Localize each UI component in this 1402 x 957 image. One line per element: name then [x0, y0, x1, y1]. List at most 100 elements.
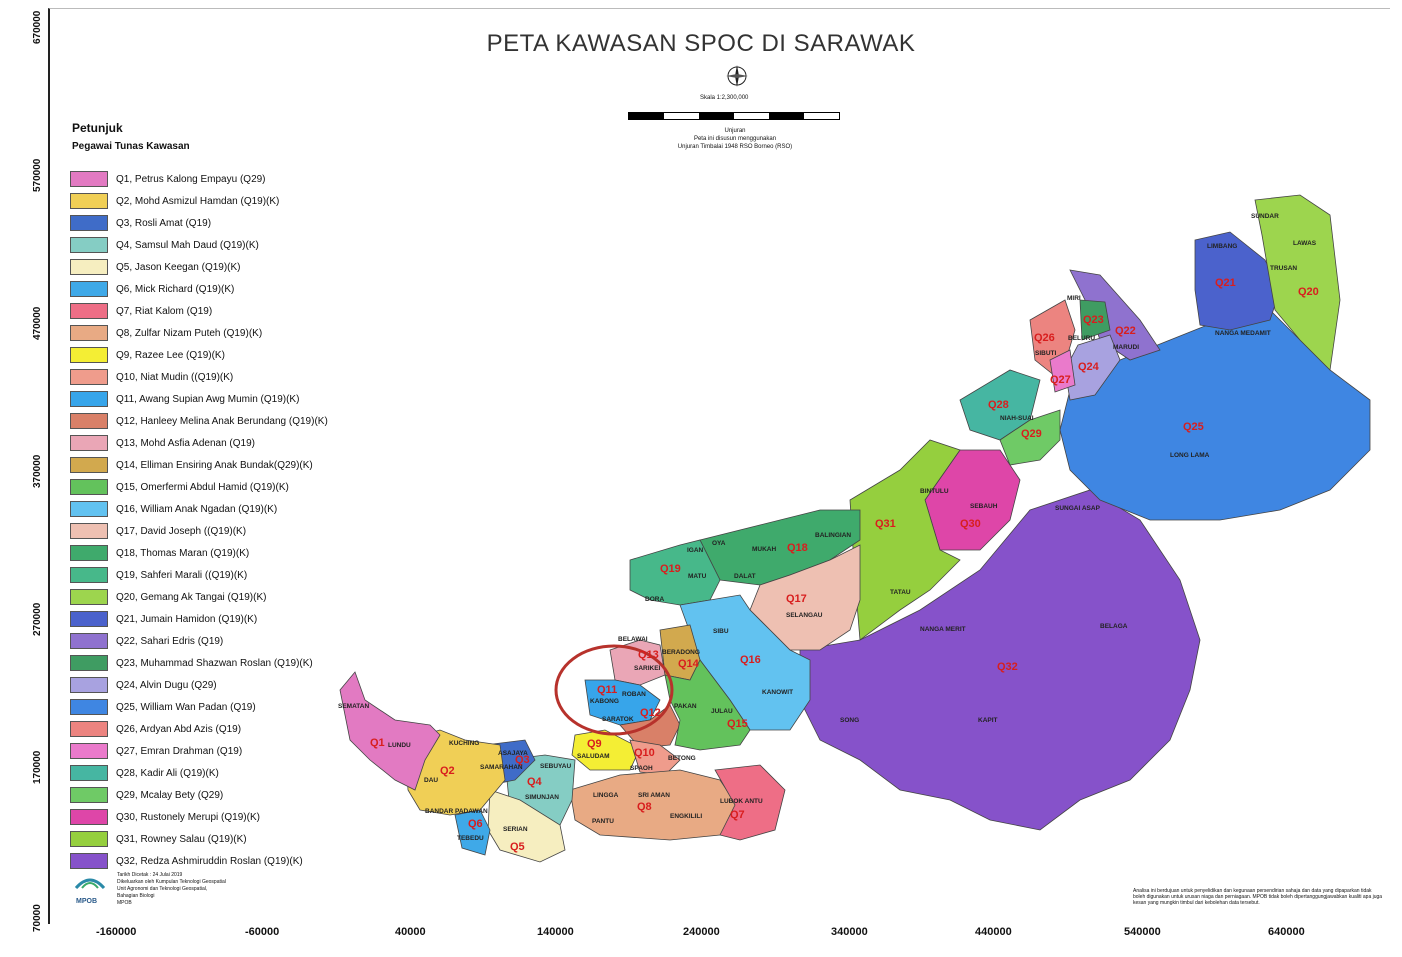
region-label-q4: Q4 [527, 776, 543, 788]
place-label: BINTULU [920, 488, 949, 495]
legend-swatch [70, 699, 108, 715]
legend-label: Q7, Riat Kalom (Q19) [116, 305, 213, 317]
legend-swatch [70, 281, 108, 297]
legend-swatch [70, 787, 108, 803]
region-label-q17: Q17 [786, 593, 807, 605]
region-label-q27: Q27 [1050, 374, 1071, 386]
legend-swatch [70, 633, 108, 649]
legend-item: Q9, Razee Lee (Q19)(K) [70, 344, 328, 366]
place-label: SIBU [713, 628, 729, 635]
region-q5 [487, 789, 566, 863]
projection-note: Unjuran Peta ini disusun menggunakan Unj… [630, 127, 840, 151]
region-label-q32: Q32 [997, 661, 1018, 673]
region-label-q6: Q6 [468, 818, 483, 830]
region-q15 [664, 659, 751, 751]
legend-swatch [70, 325, 108, 341]
legend-label: Q31, Rowney Salau (Q19)(K) [116, 833, 247, 845]
legend-item: Q29, Mcalay Bety (Q29) [70, 784, 328, 806]
legend-item: Q13, Mohd Asfia Adenan (Q19) [70, 432, 328, 454]
legend-item: Q11, Awang Supian Awg Mumin (Q19)(K) [70, 388, 328, 410]
region-q23 [1079, 299, 1111, 341]
legend-swatch [70, 479, 108, 495]
place-label: MARUDI [1113, 344, 1139, 351]
place-label: MATU [688, 573, 707, 580]
legend-item: Q10, Niat Mudin ((Q19)(K) [70, 366, 328, 388]
legend-swatch [70, 413, 108, 429]
legend-swatch [70, 611, 108, 627]
legend-swatch [70, 545, 108, 561]
legend-label: Q9, Razee Lee (Q19)(K) [116, 349, 225, 361]
footer-line: MPOB [117, 900, 132, 906]
region-label-q24: Q24 [1078, 361, 1100, 373]
legend-label: Q4, Samsul Mah Daud (Q19)(K) [116, 239, 259, 251]
legend-label: Q22, Sahari Edris (Q19) [116, 635, 224, 647]
legend-label: Q11, Awang Supian Awg Mumin (Q19)(K) [116, 393, 300, 405]
legend-label: Q10, Niat Mudin ((Q19)(K) [116, 371, 234, 383]
region-q18 [699, 509, 861, 586]
region-label-q28: Q28 [988, 399, 1009, 411]
legend-swatch [70, 765, 108, 781]
legend-label: Q3, Rosli Amat (Q19) [116, 217, 212, 229]
place-label: SPAOH [630, 765, 653, 772]
region-label-q29: Q29 [1021, 428, 1042, 440]
region-label-q11: Q11 [597, 684, 617, 696]
legend-swatch [70, 171, 108, 187]
place-label: ENGKILILI [670, 813, 702, 820]
legend-item: Q24, Alvin Dugu (Q29) [70, 674, 328, 696]
legend-item: Q19, Sahferi Marali ((Q19)(K) [70, 564, 328, 586]
legend-item: Q20, Gemang Ak Tangai (Q19)(K) [70, 586, 328, 608]
x-tick-label: 640000 [1268, 926, 1305, 938]
place-label: ROBAN [622, 691, 646, 698]
legend-swatch [70, 391, 108, 407]
legend-item: Q18, Thomas Maran (Q19)(K) [70, 542, 328, 564]
legend-item: Q7, Riat Kalom (Q19) [70, 300, 328, 322]
legend-label: Q25, William Wan Padan (Q19) [116, 701, 256, 713]
region-q6 [454, 809, 491, 856]
legend-subtitle: Pegawai Tunas Kawasan [72, 141, 190, 152]
legend-label: Q21, Jumain Hamidon (Q19)(K) [116, 613, 258, 625]
legend-item: Q26, Ardyan Abd Azis (Q19) [70, 718, 328, 740]
legend-item: Q6, Mick Richard (Q19)(K) [70, 278, 328, 300]
projection-heading: Unjuran [724, 128, 746, 134]
place-label: OYA [712, 540, 726, 547]
place-label: DORA [645, 596, 664, 603]
legend-label: Q8, Zulfar Nizam Puteh (Q19)(K) [116, 327, 263, 339]
logo-text: MPOB [76, 898, 97, 905]
region-q20 [1254, 194, 1341, 371]
region-label-q18: Q18 [787, 542, 808, 554]
place-label: KAPIT [978, 717, 998, 724]
legend-item: Q23, Muhammad Shazwan Roslan (Q19)(K) [70, 652, 328, 674]
legend-label: Q17, David Joseph ((Q19)(K) [116, 525, 247, 537]
place-label: BERADONG [662, 649, 700, 656]
region-label-q14: Q14 [678, 658, 700, 670]
highlight-circle [554, 644, 674, 736]
place-label: SARATOK [602, 716, 634, 723]
legend-item: Q16, William Anak Ngadan (Q19)(K) [70, 498, 328, 520]
region-label-q9: Q9 [587, 738, 602, 750]
place-label: NIAH-SUAI [1000, 415, 1034, 422]
x-tick-label: 340000 [831, 926, 868, 938]
map-frame [48, 8, 1390, 924]
place-label: TEBEDU [457, 835, 484, 842]
region-q32 [799, 489, 1201, 831]
place-label: LUNDU [388, 742, 411, 749]
x-tick-label: -160000 [96, 926, 137, 938]
disclaimer-text: Analisa ini berdujuan untuk penyelidikan… [1133, 888, 1383, 906]
place-label: SUNGAI ASAP [1055, 505, 1101, 512]
region-q30 [924, 449, 1021, 551]
region-label-q7: Q7 [730, 809, 745, 821]
legend-swatch [70, 743, 108, 759]
legend-item: Q21, Jumain Hamidon (Q19)(K) [70, 608, 328, 630]
legend-swatch [70, 369, 108, 385]
place-label: IGAN [687, 547, 704, 554]
region-q7 [714, 764, 786, 841]
place-label: BELAGA [1100, 623, 1128, 630]
place-label: SERIAN [503, 826, 528, 833]
legend-title: Petunjuk [72, 121, 123, 135]
place-label: SEBAUH [970, 503, 998, 510]
place-label: SIMUNJAN [525, 794, 559, 801]
legend-label: Q32, Redza Ashmiruddin Roslan (Q19)(K) [116, 855, 303, 867]
legend-swatch [70, 215, 108, 231]
place-label: KABONG [590, 698, 619, 705]
legend-item: Q3, Rosli Amat (Q19) [70, 212, 328, 234]
